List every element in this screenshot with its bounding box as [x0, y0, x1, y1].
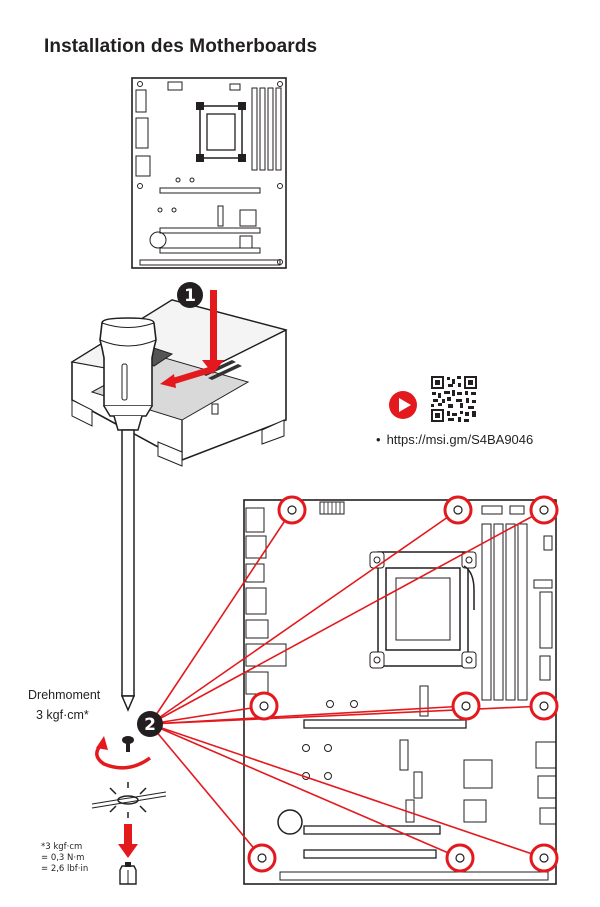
screw-point [277, 495, 307, 525]
video-link[interactable]: https://msi.gm/S4BA9046 [386, 432, 534, 447]
screw-point [443, 495, 473, 525]
motherboard-mounting-diagram [149, 495, 559, 885]
step-2-badge: 2 [137, 711, 163, 737]
footnote-line-3: = 2,6 lbf·in [41, 864, 89, 874]
qr-code-icon[interactable] [430, 375, 478, 423]
screw-points [247, 495, 559, 873]
page-title: Installation des Motherboards [44, 36, 318, 57]
screw-point [247, 843, 277, 873]
screw-point [451, 691, 481, 721]
svg-text:1: 1 [184, 286, 196, 306]
torque-footnote: *3 kgf·cm = 0,3 N·m = 2,6 lbf·in [41, 842, 88, 875]
motherboard-top-diagram [131, 77, 287, 269]
torque-label: Drehmoment [28, 688, 101, 702]
torque-value: 3 kgf·cm* [36, 708, 89, 722]
screw-point [529, 495, 559, 525]
bullet: • [376, 432, 381, 447]
footnote-line-1: *3 kgf·cm [41, 842, 83, 852]
screwdriver-diagram [91, 317, 167, 885]
step-1-badge: 1 [177, 282, 203, 308]
screw-point [529, 843, 559, 873]
svg-text:2: 2 [144, 715, 156, 735]
footnote-line-2: = 0,3 N·m [41, 853, 85, 863]
screw-point [529, 691, 559, 721]
play-circle-icon[interactable] [388, 390, 418, 420]
screw-point [249, 691, 279, 721]
screw-point [445, 843, 475, 873]
